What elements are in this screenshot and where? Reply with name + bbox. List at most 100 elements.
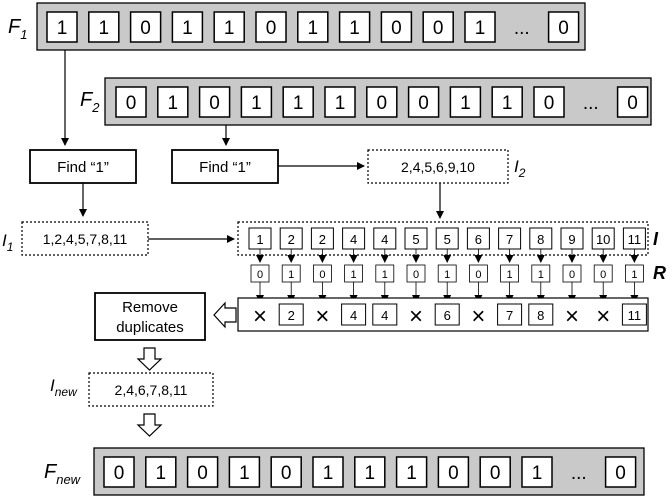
i1-list-text: 1,2,4,5,7,8,11 <box>43 231 128 247</box>
r-value: 0 <box>413 269 419 281</box>
merged-index-value: 4 <box>350 232 357 247</box>
fnew-bit-cell-value: 0 <box>114 463 125 484</box>
fnew-bit-cell-value: 0 <box>448 463 459 484</box>
result-cross: × <box>596 303 610 330</box>
r-value: 0 <box>569 269 575 281</box>
r-value: 0 <box>319 269 325 281</box>
merged-index-value: 2 <box>319 232 326 247</box>
result-cell <box>528 303 554 326</box>
result-cell <box>278 303 304 326</box>
f1-bit-cell <box>422 11 454 43</box>
merged-index-value: 4 <box>381 232 388 247</box>
f2-bit-cell-value: 0 <box>627 93 638 114</box>
fnew-bit-cell <box>395 456 428 488</box>
fnew-bit-cell <box>354 456 386 488</box>
i1-label: I1 <box>2 231 13 254</box>
f1-bit-cell-value: 1 <box>224 18 235 39</box>
f2-bit-cell-value: 0 <box>377 93 388 114</box>
fnew-bit-cell-value: 1 <box>239 463 250 484</box>
result-value: 4 <box>381 308 388 323</box>
f2-bit-cell-value: 0 <box>418 93 429 114</box>
f2-bit-cell-value: 1 <box>168 93 179 114</box>
merged-index-value: 10 <box>596 232 610 247</box>
r-value: 0 <box>257 269 263 281</box>
f1-bit-cell <box>88 11 120 43</box>
r-value: 1 <box>631 269 637 281</box>
f2-bit-cell-value: 1 <box>502 93 513 114</box>
fnew-bit-cell-value: 1 <box>406 463 417 484</box>
fnew-bit-cell-value: 1 <box>156 463 167 484</box>
f2-bit-cell <box>115 86 147 118</box>
f2-bit-cell <box>449 86 482 118</box>
f1-bit-cell-value: ... <box>514 18 530 39</box>
fnew-bit-cell-value: 1 <box>532 463 543 484</box>
r-value: 0 <box>475 269 481 281</box>
f2-bit-cell-value: 0 <box>209 93 220 114</box>
hollow-arrow-to-fnew <box>136 413 163 437</box>
r-value: 1 <box>351 269 357 281</box>
merged-index-value: 11 <box>628 232 642 247</box>
f2-bit-cell-value: 0 <box>126 93 137 114</box>
f1-bit-cell <box>255 11 287 43</box>
result-cell <box>434 303 460 326</box>
f1-bit-cell <box>297 11 329 43</box>
fnew-bit-cell-value: 1 <box>365 463 376 484</box>
fnew-bit-cell-value: 0 <box>197 463 208 484</box>
result-value: 8 <box>537 308 544 323</box>
f1-bit-cell <box>380 11 413 43</box>
f2-bit-cell <box>533 86 565 118</box>
merged-index-value: 5 <box>412 232 419 247</box>
fnew-bit-cell <box>479 456 511 488</box>
f2-bit-cell <box>157 86 189 118</box>
f2-bit-cell <box>407 86 440 118</box>
f2-bit-cell-value: ... <box>583 93 599 114</box>
inew-list-text: 2,4,6,7,8,11 <box>115 382 188 398</box>
f1-bit-cell <box>171 11 204 43</box>
f2-bit-cell-value: 1 <box>251 93 262 114</box>
result-value: 7 <box>506 308 513 323</box>
r-value: 1 <box>382 269 388 281</box>
f1-bit-cell-value: 1 <box>99 18 110 39</box>
fnew-bit-cell-value: 0 <box>490 463 501 484</box>
fnew-bit-cell <box>145 456 177 488</box>
f1-bit-cell <box>338 11 371 43</box>
merged-index-value: 5 <box>444 232 451 247</box>
f1-bit-cell-value: 1 <box>57 18 68 39</box>
inew-label: Inew <box>50 376 78 399</box>
fnew-bit-cell <box>186 456 219 488</box>
fnew-bit-cell <box>312 456 344 488</box>
f1-bit-cell <box>464 11 496 43</box>
f2-bit-cell-value: 1 <box>460 93 471 114</box>
f1-bit-cell-value: 0 <box>433 18 444 39</box>
f1-bit-cell <box>46 11 78 43</box>
f1-bit-cell <box>547 11 580 43</box>
find-ones-label-right: Find “1” <box>199 159 251 176</box>
result-cross: × <box>253 303 267 330</box>
result-value: 4 <box>350 308 357 323</box>
r-value: 1 <box>538 269 544 281</box>
merged-index-value: 7 <box>506 232 513 247</box>
result-cross: × <box>471 303 485 330</box>
result-cell <box>621 303 647 326</box>
fnew-bit-cell <box>228 456 261 488</box>
fnew-bit-cell-value: 0 <box>615 463 626 484</box>
f2-bit-cell <box>282 86 314 118</box>
f2-bit-cell <box>366 86 398 118</box>
result-value: 2 <box>288 308 295 323</box>
f2-bit-cell <box>491 86 523 118</box>
result-value: 6 <box>444 308 451 323</box>
fnew-bit-cell <box>270 456 302 488</box>
f2-label: F2 <box>80 89 100 115</box>
merged-index-value: 9 <box>568 232 575 247</box>
f1-bit-cell <box>129 11 162 43</box>
inew-list-box <box>88 372 214 407</box>
r-value: 0 <box>600 269 606 281</box>
fnew-bit-cell-value: ... <box>571 463 587 484</box>
f2-bit-cell <box>198 86 231 118</box>
r-value: 1 <box>507 269 513 281</box>
f1-bit-cell <box>213 11 245 43</box>
fnew-bit-cell-value: 1 <box>323 463 334 484</box>
